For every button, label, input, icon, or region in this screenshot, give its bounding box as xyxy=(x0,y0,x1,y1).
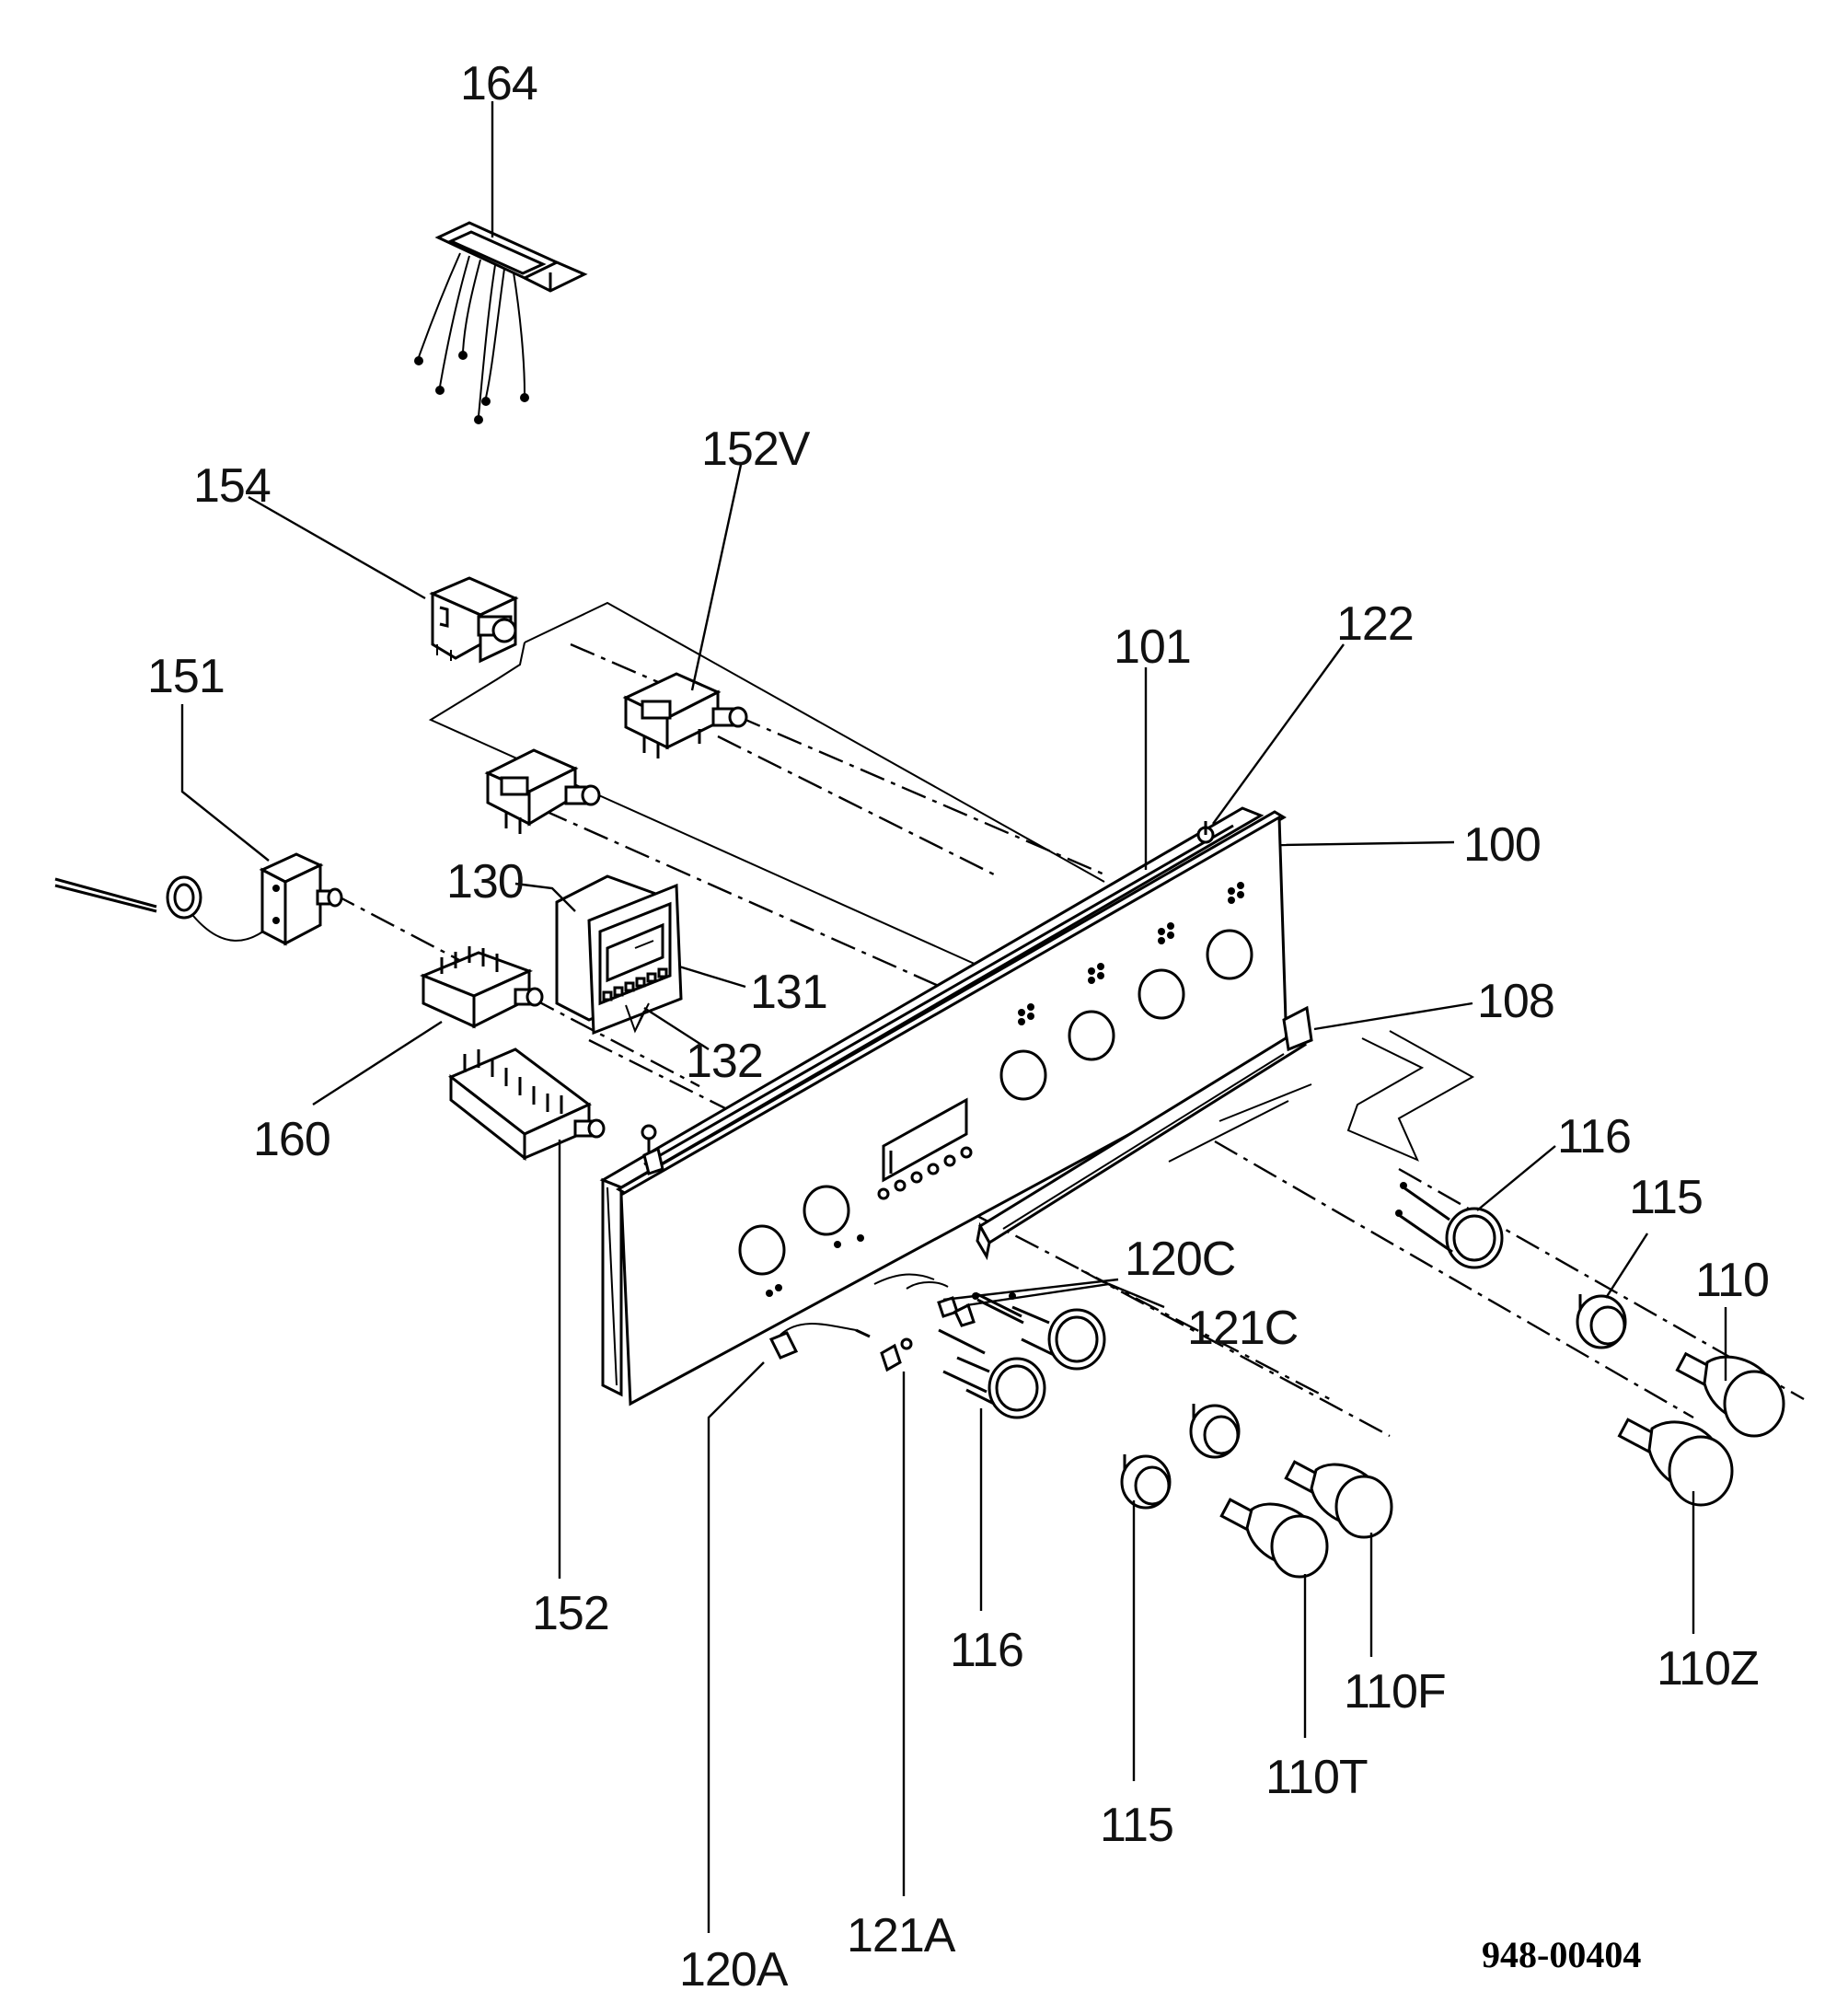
label-101: 101 xyxy=(1114,620,1191,674)
label-121C: 121C xyxy=(1187,1302,1298,1355)
part-120A-121A-lamp-parts xyxy=(768,1323,988,1394)
part-152V-switch xyxy=(622,672,748,758)
terminal-pins-152 xyxy=(463,1049,563,1114)
part-152-switch-block xyxy=(448,1048,606,1162)
part-164-wiring-harness xyxy=(414,221,588,424)
timer-buttons xyxy=(602,967,668,1001)
label-160: 160 xyxy=(253,1113,330,1166)
label-152: 152 xyxy=(532,1587,609,1640)
ring-115-mid xyxy=(1189,1404,1241,1459)
panel-timer-window xyxy=(877,1097,973,1200)
label-116-left: 116 xyxy=(950,1624,1023,1677)
leader-lines xyxy=(180,101,1727,1933)
label-164: 164 xyxy=(460,57,537,110)
label-121A: 121A xyxy=(847,1909,956,1962)
label-154: 154 xyxy=(193,459,271,513)
label-115-left: 115 xyxy=(1100,1799,1173,1852)
label-100: 100 xyxy=(1463,818,1541,872)
label-122: 122 xyxy=(1336,597,1414,651)
part-labels: 164 154 152V 151 130 131 132 160 152 101… xyxy=(147,57,1770,1991)
panel-knob-holes xyxy=(738,929,1253,1276)
part-151-thermostat xyxy=(54,852,343,946)
document-code: 948-00404 xyxy=(1482,1934,1641,1975)
bezel-116-mid xyxy=(1011,1305,1106,1371)
secondary-switch xyxy=(484,748,601,834)
part-130-timer-module xyxy=(555,874,683,1036)
label-116-right: 116 xyxy=(1557,1110,1631,1163)
label-110: 110 xyxy=(1695,1254,1769,1307)
label-152V: 152V xyxy=(701,423,811,476)
part-122-screw xyxy=(1196,821,1215,844)
label-110Z: 110Z xyxy=(1657,1642,1759,1696)
panel-indicator-dots xyxy=(766,882,1244,1297)
label-110F: 110F xyxy=(1344,1665,1446,1719)
terminal-pins-160 xyxy=(440,946,499,974)
knob-110Z xyxy=(1617,1418,1734,1507)
label-108: 108 xyxy=(1477,975,1554,1028)
label-115-right: 115 xyxy=(1629,1171,1703,1224)
assembly-outline-lines xyxy=(428,601,1475,1163)
part-100-control-panel xyxy=(599,806,1288,1406)
part-154-selector-switch xyxy=(429,576,519,664)
bezel-116-right xyxy=(1395,1182,1504,1269)
bezel-116-left xyxy=(956,1356,1046,1419)
label-151: 151 xyxy=(147,650,225,703)
label-110T: 110T xyxy=(1265,1751,1368,1804)
label-131: 131 xyxy=(750,966,827,1019)
part-108-trim-strip xyxy=(976,1005,1313,1261)
part-160-switch-block xyxy=(420,946,544,1029)
label-120A: 120A xyxy=(679,1943,789,1991)
knob-110F xyxy=(1284,1460,1393,1539)
label-120C: 120C xyxy=(1125,1233,1235,1286)
small-screw xyxy=(641,1124,664,1175)
knob-110T xyxy=(1219,1498,1329,1579)
ring-115-right xyxy=(1576,1294,1627,1349)
knob-110 xyxy=(1675,1351,1785,1438)
label-132: 132 xyxy=(686,1035,763,1088)
label-130: 130 xyxy=(446,855,524,909)
ring-115-left xyxy=(1120,1454,1172,1510)
